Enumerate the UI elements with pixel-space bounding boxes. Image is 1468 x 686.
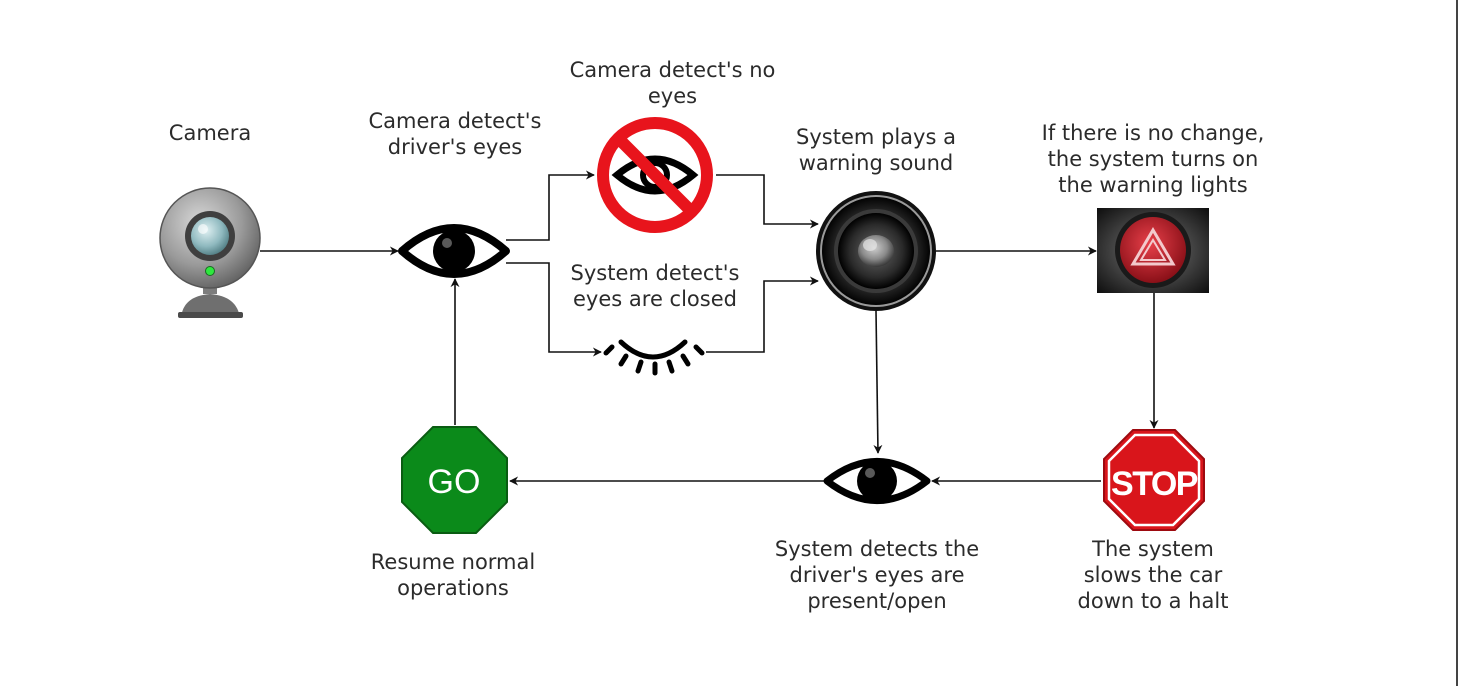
page-edge-line [1456, 0, 1458, 686]
webcam-icon [159, 187, 261, 318]
no-eyes-label: Camera detect's no eyes [569, 58, 776, 108]
eyes-closed-label: System detect's eyes are closed [570, 261, 740, 311]
edge-no-eyes-to-speaker [716, 174, 819, 229]
hazard-button-icon [1097, 208, 1209, 293]
stop-label: The system slows the car down to a halt [1077, 537, 1229, 613]
stop-sign-icon: STOP [1103, 429, 1205, 531]
edge-eye-to-no-eyes [506, 170, 595, 241]
go-sign-icon: GO [401, 426, 508, 534]
open-eye-icon [823, 458, 931, 504]
go-label: Resume normal operations [370, 550, 536, 600]
eyes-detected-label: Camera detect's driver's eyes [368, 109, 542, 159]
edge-closed-to-speaker [706, 276, 819, 353]
no-eye-icon [597, 117, 713, 233]
warning-lights-label: If there is no change, the system turns … [1041, 121, 1265, 197]
warning-sound-label: System plays a warning sound [796, 125, 956, 175]
camera-label: Camera [168, 121, 252, 145]
edge-eye-to-closed [506, 262, 602, 357]
stop-sign-text: STOP [1111, 465, 1198, 503]
eyes-open-label: System detects the driver's eyes are pre… [774, 537, 980, 613]
connectors [260, 170, 1159, 486]
edge-speaker-to-open-eye [873, 310, 883, 454]
go-sign-text: GO [428, 463, 481, 501]
speaker-icon [816, 191, 936, 311]
open-eye-icon [398, 224, 510, 278]
closed-eye-icon [603, 339, 705, 376]
